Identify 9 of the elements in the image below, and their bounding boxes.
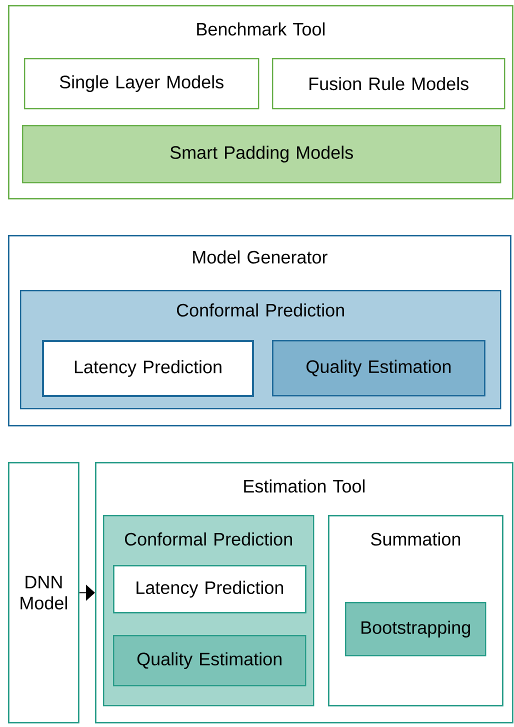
model-box: Single Layer Models (24, 58, 260, 110)
model-box: Fusion Rule Models (272, 58, 506, 110)
process-box: Quality Estimation (113, 635, 306, 686)
input-box: DNN Model (8, 462, 80, 724)
process-box: Bootstrapping (345, 602, 486, 656)
process-box: Latency Prediction (113, 565, 306, 614)
process-box: Latency Prediction (42, 340, 254, 397)
model-box: Smart Padding Models (22, 125, 502, 184)
process-box: Quality Estimation (272, 340, 486, 396)
